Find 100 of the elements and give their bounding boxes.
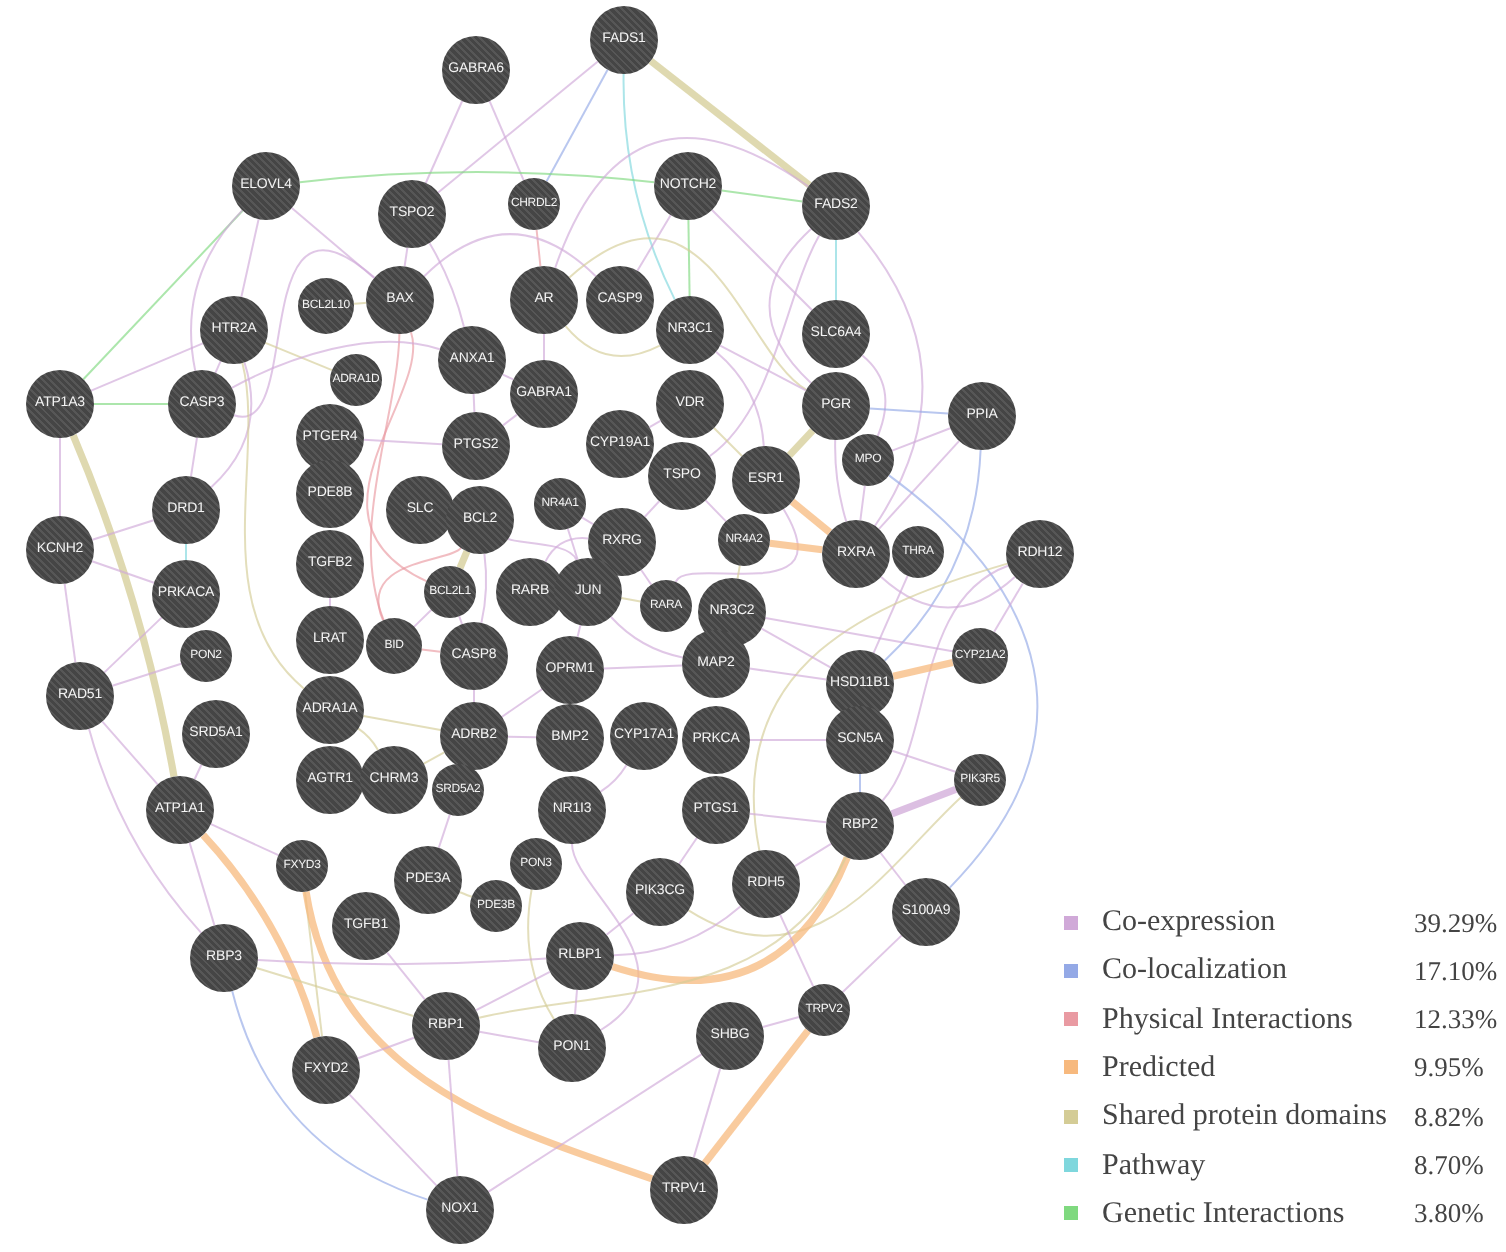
interaction-line: [507, 735, 537, 739]
interaction-line: [403, 246, 409, 268]
interaction-line: [101, 720, 159, 786]
interaction-line: [554, 137, 810, 269]
interaction-line: [458, 891, 473, 898]
interaction-line: [255, 967, 415, 1017]
interaction-line: [302, 890, 654, 1183]
interaction-line: [794, 842, 832, 868]
gene-node: [330, 354, 382, 406]
gene-node: [718, 514, 770, 566]
gene-node: [168, 370, 236, 438]
interaction-line: [413, 609, 433, 628]
gene-node: [952, 628, 1008, 684]
interaction-line: [859, 773, 861, 793]
gene-node: [442, 36, 510, 104]
interaction-line: [769, 539, 823, 554]
interaction-line: [786, 428, 816, 458]
interaction-line: [711, 209, 813, 311]
interaction-line: [880, 576, 1016, 609]
interaction-line: [620, 597, 642, 603]
interaction-line: [487, 1053, 703, 1193]
interaction-line: [472, 393, 476, 413]
interaction-line: [473, 689, 475, 703]
legend-label: Predicted: [1102, 1049, 1216, 1086]
gene-node: [190, 924, 258, 992]
gene-node: [508, 178, 560, 230]
interaction-line: [622, 73, 676, 301]
interaction-line: [357, 1036, 415, 1060]
interaction-line: [752, 562, 1009, 852]
gene-node: [26, 516, 94, 584]
gene-node: [496, 558, 564, 626]
interaction-line: [891, 749, 957, 773]
interaction-line: [891, 427, 952, 452]
interaction-line: [715, 350, 765, 447]
interaction-line: [692, 1067, 722, 1159]
interaction-line: [357, 727, 379, 751]
interaction-line: [881, 564, 1009, 802]
interaction-line: [447, 1059, 459, 1177]
interaction-line: [544, 537, 590, 563]
interaction-line: [581, 516, 594, 526]
gene-node: [1006, 520, 1074, 588]
interaction-line: [437, 60, 599, 194]
gene-node: [152, 560, 220, 628]
percentage-label: 39.29%: [1414, 905, 1498, 941]
interaction-line: [91, 519, 155, 541]
interaction-line: [610, 616, 684, 659]
interaction-line: [789, 498, 833, 536]
interaction-line: [363, 438, 443, 446]
interaction-line: [768, 228, 812, 384]
gene-node: [842, 434, 894, 486]
interaction-line: [348, 1093, 438, 1187]
interaction-line: [613, 905, 742, 957]
interaction-line: [704, 499, 727, 523]
gene-node: [626, 858, 694, 926]
interaction-line: [475, 970, 551, 1012]
interaction-line: [879, 852, 907, 886]
interaction-line: [527, 888, 555, 1021]
interaction-line: [748, 812, 828, 824]
interaction-line: [478, 856, 847, 1019]
gene-node: [648, 442, 716, 510]
interaction-line: [353, 301, 368, 305]
interaction-line: [298, 171, 656, 184]
legend-label: Shared protein domains: [1102, 1098, 1387, 1135]
gene-node: [232, 152, 300, 220]
interaction-line: [362, 715, 442, 731]
percentage-label: 8.82%: [1414, 1099, 1484, 1136]
interaction-line: [190, 209, 244, 372]
legend-label: Physical Interactions: [1102, 1001, 1353, 1038]
gene-node: [610, 702, 678, 770]
gene-node: [296, 530, 364, 598]
gene-node: [442, 412, 510, 480]
gene-node: [798, 984, 850, 1036]
gene-node: [654, 152, 722, 220]
interaction-line: [329, 597, 331, 607]
gene-node: [446, 486, 514, 554]
percentage-label: 3.80%: [1414, 1196, 1484, 1233]
percentage-label: 12.33%: [1414, 1002, 1498, 1039]
gene-node: [554, 558, 622, 626]
interaction-line: [993, 582, 1024, 633]
interaction-line: [883, 449, 982, 662]
gene-node: [588, 508, 656, 576]
interaction-line: [386, 951, 426, 1001]
interaction-line: [230, 340, 441, 389]
interaction-line: [200, 832, 321, 1039]
gene-node: [146, 776, 214, 844]
interaction-line: [611, 856, 851, 984]
gene-node: [802, 172, 870, 240]
gene-node: [360, 746, 428, 814]
interaction-line: [892, 658, 954, 680]
interaction-line: [701, 1028, 811, 1166]
interaction-line: [369, 333, 401, 621]
gene-node: [424, 566, 476, 618]
interaction-line: [480, 552, 488, 624]
interaction-line: [257, 957, 547, 966]
interaction-line: [82, 209, 244, 381]
interaction-line: [720, 189, 804, 203]
interaction-line: [643, 500, 661, 518]
interaction-line: [576, 624, 582, 638]
interaction-line: [290, 207, 376, 279]
interaction-line: [764, 617, 954, 653]
